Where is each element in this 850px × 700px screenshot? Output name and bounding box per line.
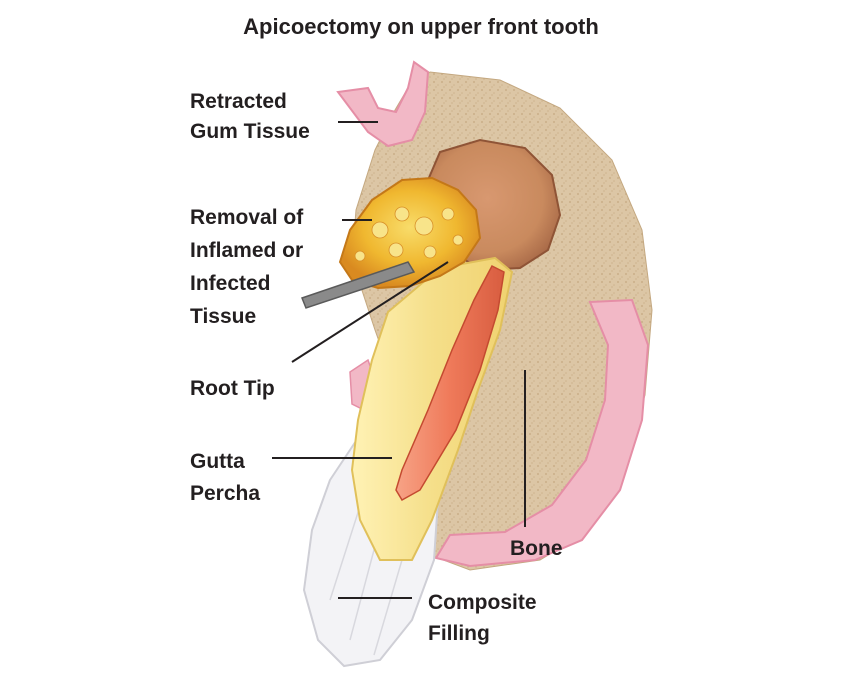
gum-tissue-lower [434, 298, 650, 568]
label-gutta-percha: Gutta Percha [190, 450, 260, 505]
diagram-title: Apicoectomy on upper front tooth [243, 14, 599, 39]
label-composite-filling: Composite Filling [428, 591, 542, 645]
gutta-percha [395, 265, 505, 502]
label-root-tip: Root Tip [190, 377, 275, 400]
label-removal-of-tissue: Removal of Inflamed or Infected Tissue [190, 206, 309, 328]
infected-tissue [338, 176, 482, 290]
surgical-instrument [301, 261, 416, 309]
retracted-gum-flap [336, 60, 430, 148]
leader-root-tip [291, 261, 449, 363]
label-bone: Bone [510, 537, 563, 560]
label-retracted-gum: Retracted Gum Tissue [190, 90, 310, 143]
infected-tissue-texture [354, 206, 464, 262]
